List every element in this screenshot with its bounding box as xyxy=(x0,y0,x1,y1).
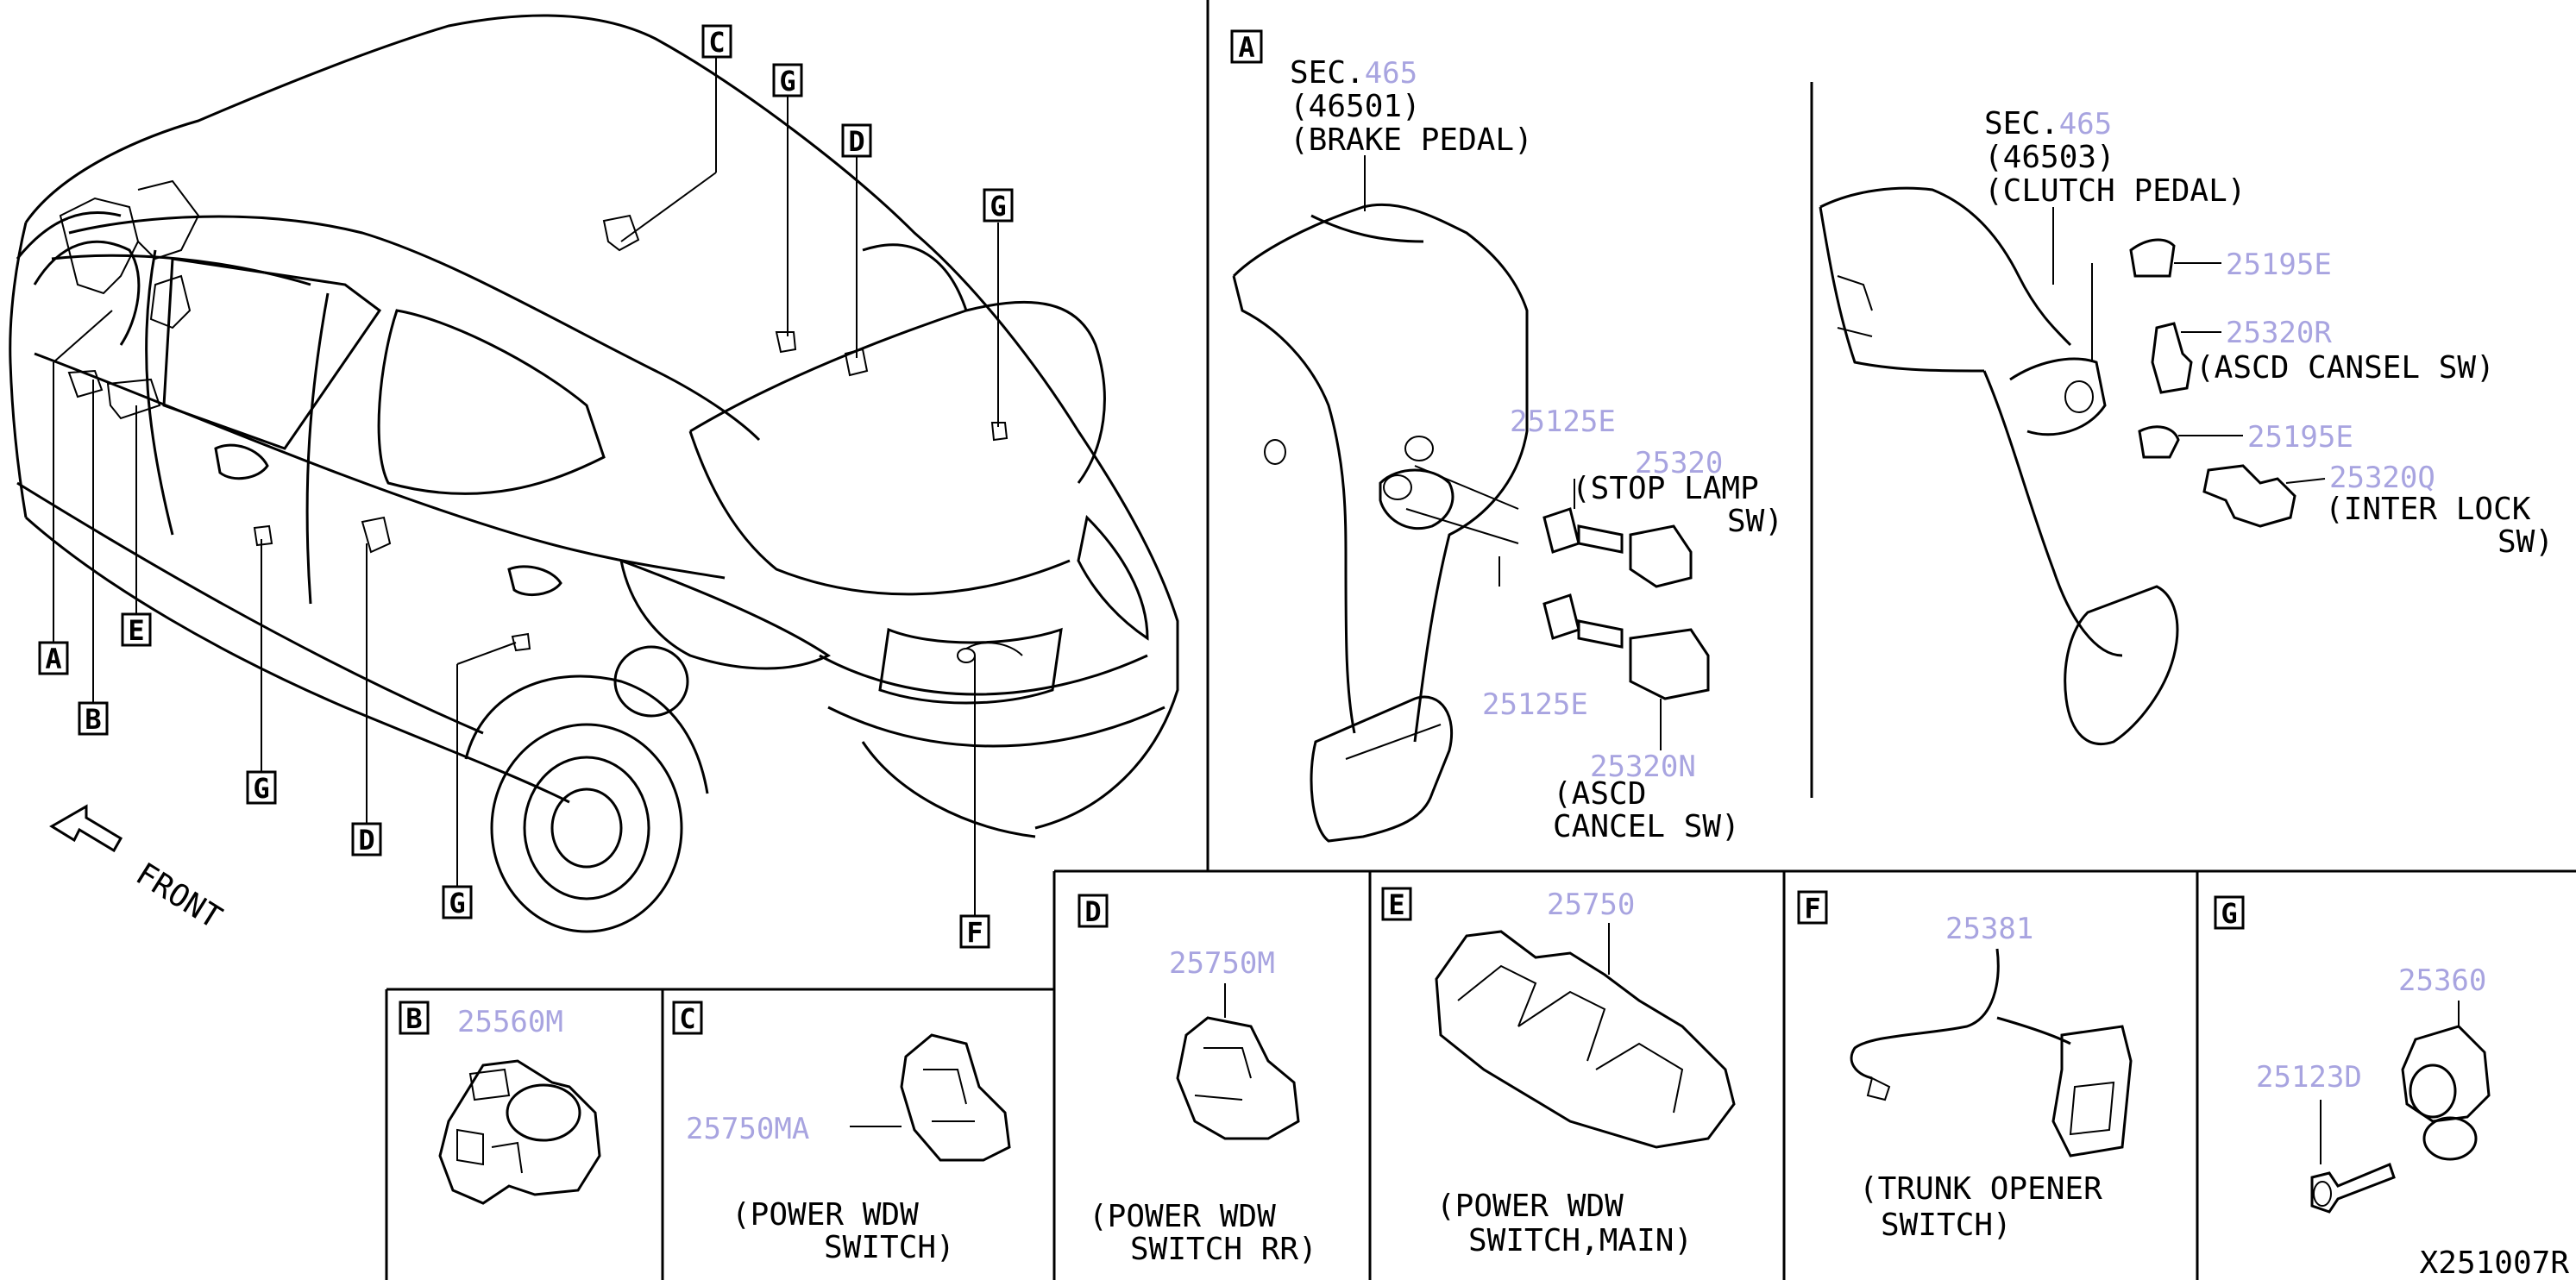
panel-c-letter: C xyxy=(679,1002,695,1035)
panel-e-label-2: SWITCH,MAIN) xyxy=(1468,1223,1693,1258)
panel-g-letter: G xyxy=(2221,897,2237,930)
panel-g-part-25123d: 25123D xyxy=(2256,1060,2362,1095)
inter-lock-label-2: SW) xyxy=(2497,524,2554,560)
callout-g-rear: G xyxy=(983,188,1014,223)
callout-letter: F xyxy=(966,916,983,949)
part-num-25195e-upper: 25195E xyxy=(2226,248,2332,282)
panel-d-letter: D xyxy=(1084,895,1101,928)
panel-g: G 25360 25123D xyxy=(2214,895,2491,1214)
ascd-label-2: CANCEL SW) xyxy=(1553,809,1740,844)
callout-letter: E xyxy=(128,614,144,647)
panel-a-letter: A xyxy=(1238,31,1254,64)
clutch-sec-label: SEC.465 xyxy=(1984,106,2112,141)
callout-letter: G xyxy=(990,190,1006,223)
part-num-25320n: 25320N xyxy=(1590,750,1696,784)
panel-e-label-1: (POWER WDW xyxy=(1436,1189,1624,1224)
callout-c-roof: C xyxy=(701,24,732,59)
panel-a: A SEC.465 (46501) (BRAKE PEDAL) 25125E 2… xyxy=(1230,29,2554,844)
callout-b: B xyxy=(78,701,109,736)
panel-d-label-2: SWITCH RR) xyxy=(1130,1232,1317,1267)
front-arrow-icon xyxy=(49,804,123,853)
callout-letter: D xyxy=(848,125,864,158)
callout-d-roof: D xyxy=(841,123,872,158)
panel-f-part: 25381 xyxy=(1945,912,2033,946)
panel-d-part: 25750M xyxy=(1169,946,1275,981)
panel-g-part-25360: 25360 xyxy=(2398,963,2486,998)
panel-b-part: 25560M xyxy=(457,1005,563,1039)
part-num-25320r: 25320R xyxy=(2226,316,2332,350)
clutch-pedal-label: (CLUTCH PEDAL) xyxy=(1984,173,2246,209)
panel-c-part: 25750MA xyxy=(686,1112,809,1146)
panel-a-letter-box xyxy=(1230,29,1263,64)
brake-pedal-label: (BRAKE PEDAL) xyxy=(1290,122,1533,158)
brake-sec-label: SEC.465 xyxy=(1290,55,1417,91)
callout-g-door: G xyxy=(246,770,277,805)
panel-c-label-1: (POWER WDW xyxy=(732,1197,919,1233)
part-num-25125e-lower: 25125E xyxy=(1482,687,1588,722)
panel-e-part: 25750 xyxy=(1547,888,1635,922)
panel-f-label-1: (TRUNK OPENER xyxy=(1859,1171,2102,1207)
callout-letter: G xyxy=(449,887,465,919)
callout-letter: A xyxy=(45,643,61,675)
part-num-25195e-lower: 25195E xyxy=(2247,420,2353,455)
brake-part-code: (46501) xyxy=(1290,89,1421,124)
front-label: FRONT xyxy=(129,856,228,936)
diagram-id: X251007R xyxy=(2420,1245,2570,1280)
part-num-25320: 25320 xyxy=(1635,446,1723,480)
panel-e: E 25750 (POWER WDW SWITCH,MAIN) xyxy=(1381,887,1736,1258)
panel-d-label-1: (POWER WDW xyxy=(1089,1199,1276,1234)
callout-e: E xyxy=(121,612,152,647)
callout-letter: B xyxy=(85,703,101,736)
ascd-label-1: (ASCD xyxy=(1553,776,1646,812)
panel-c-label-2: SWITCH) xyxy=(824,1230,955,1265)
panel-c: C 25750MA (POWER WDW SWITCH) xyxy=(672,1001,1011,1265)
car-illustration xyxy=(9,14,1179,933)
panel-f-letter: F xyxy=(1804,892,1820,925)
main-letter-callouts: C G D G A B E G D G F xyxy=(38,24,1014,949)
callout-letter: G xyxy=(253,772,269,805)
panel-f-label-2: SWITCH) xyxy=(1881,1208,2012,1243)
callout-d-door: D xyxy=(351,822,382,856)
callout-letter: C xyxy=(708,26,725,59)
callout-letter: D xyxy=(358,824,374,856)
inter-lock-label-1: (INTER LOCK xyxy=(2325,492,2531,527)
ascd-cansel-label: (ASCD CANSEL SW) xyxy=(2196,350,2495,386)
part-num-25320q: 25320Q xyxy=(2329,461,2435,495)
callout-a: A xyxy=(38,641,69,675)
callout-g-roof: G xyxy=(772,63,803,97)
panel-frames xyxy=(385,0,2576,1280)
callout-g-lower: G xyxy=(442,885,473,919)
callout-letter: G xyxy=(779,65,795,97)
stop-lamp-label-1: (STOP LAMP xyxy=(1572,471,1759,506)
panel-f: F 25381 (TRUNK OPENER SWITCH) xyxy=(1797,890,2133,1243)
clutch-part-code: (46503) xyxy=(1984,140,2115,175)
panel-e-letter: E xyxy=(1388,888,1404,921)
part-num-25125e-upper: 25125E xyxy=(1510,405,1616,439)
panel-b-letter: B xyxy=(405,1002,422,1035)
callout-f: F xyxy=(959,914,990,949)
main-callout-leaders xyxy=(53,56,999,916)
panel-b: B 25560M xyxy=(399,1001,601,1205)
stop-lamp-label-2: SW) xyxy=(1727,504,1783,539)
panel-d: D 25750M (POWER WDW SWITCH RR) xyxy=(1078,894,1317,1267)
